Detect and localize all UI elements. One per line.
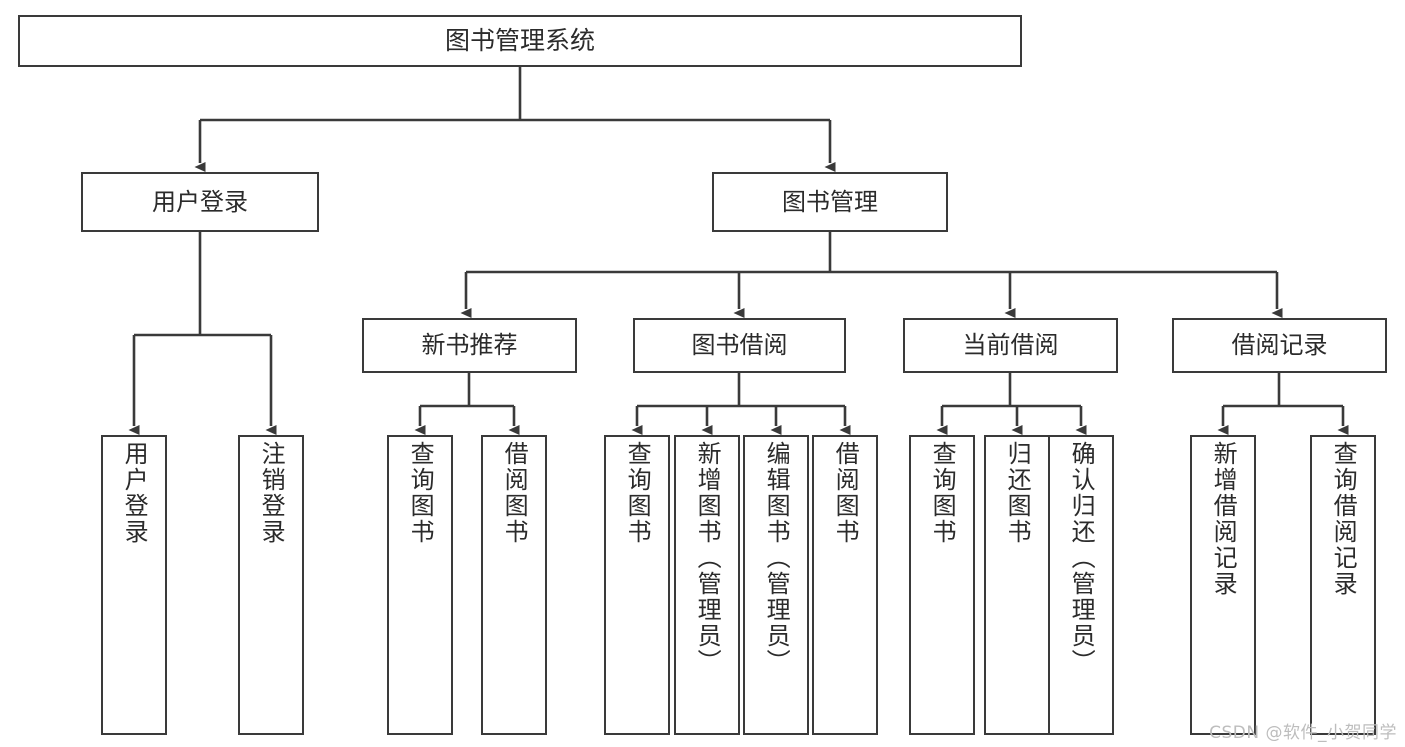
node-leaf-logout-login[interactable]: 注销登录: [238, 435, 304, 735]
node-subbranch-new-book-rec[interactable]: 新书推荐: [362, 318, 577, 373]
node-subbranch-book-borrow[interactable]: 图书借阅: [633, 318, 846, 373]
node-label: 图书管理系统: [444, 26, 595, 56]
node-leaf-user-login[interactable]: 用户登录: [101, 435, 167, 735]
node-label: 图书管理: [782, 187, 878, 216]
node-leaf-return-book[interactable]: 归还图书: [984, 435, 1050, 735]
node-leaf-query-book-2[interactable]: 查询图书: [604, 435, 670, 735]
watermark-text: CSDN @软件_小贺同学: [1209, 723, 1397, 743]
node-leaf-query-record[interactable]: 查询借阅记录: [1310, 435, 1376, 735]
node-label: 注销登录: [257, 441, 286, 545]
node-leaf-edit-book[interactable]: 编辑图书（管理员）: [743, 435, 809, 735]
node-label: 查询借阅记录: [1329, 441, 1358, 597]
node-leaf-query-book-1[interactable]: 查询图书: [387, 435, 453, 735]
node-label: 借阅图书: [831, 441, 860, 545]
node-leaf-borrow-book-1[interactable]: 借阅图书: [481, 435, 547, 735]
node-leaf-add-book[interactable]: 新增图书（管理员）: [674, 435, 740, 735]
node-label: 查询图书: [406, 441, 435, 545]
node-label: 查询图书: [623, 441, 652, 545]
node-label: 图书借阅: [691, 331, 788, 360]
node-root-system[interactable]: 图书管理系统: [18, 15, 1022, 67]
node-label: 新增借阅记录: [1209, 441, 1238, 597]
node-label: 借阅图书: [500, 441, 529, 545]
node-label: 用户登录: [152, 187, 248, 216]
node-label: 新增图书（管理员）: [693, 441, 722, 675]
node-label: 确认归还（管理员）: [1067, 441, 1096, 675]
node-leaf-borrow-book-2[interactable]: 借阅图书: [812, 435, 878, 735]
node-label: 当前借阅: [962, 331, 1059, 360]
node-leaf-add-record[interactable]: 新增借阅记录: [1190, 435, 1256, 735]
node-label: 编辑图书（管理员）: [762, 441, 791, 675]
node-branch-book-manage[interactable]: 图书管理: [712, 172, 948, 232]
node-leaf-confirm-return[interactable]: 确认归还（管理员）: [1048, 435, 1114, 735]
node-subbranch-borrow-record[interactable]: 借阅记录: [1172, 318, 1387, 373]
node-label: 用户登录: [120, 441, 149, 545]
node-leaf-query-book-3[interactable]: 查询图书: [909, 435, 975, 735]
node-label: 新书推荐: [421, 331, 518, 360]
node-label: 归还图书: [1003, 441, 1032, 545]
node-subbranch-current-borrow[interactable]: 当前借阅: [903, 318, 1118, 373]
node-label: 借阅记录: [1231, 331, 1328, 360]
node-branch-user-login[interactable]: 用户登录: [81, 172, 319, 232]
node-label: 查询图书: [928, 441, 957, 545]
